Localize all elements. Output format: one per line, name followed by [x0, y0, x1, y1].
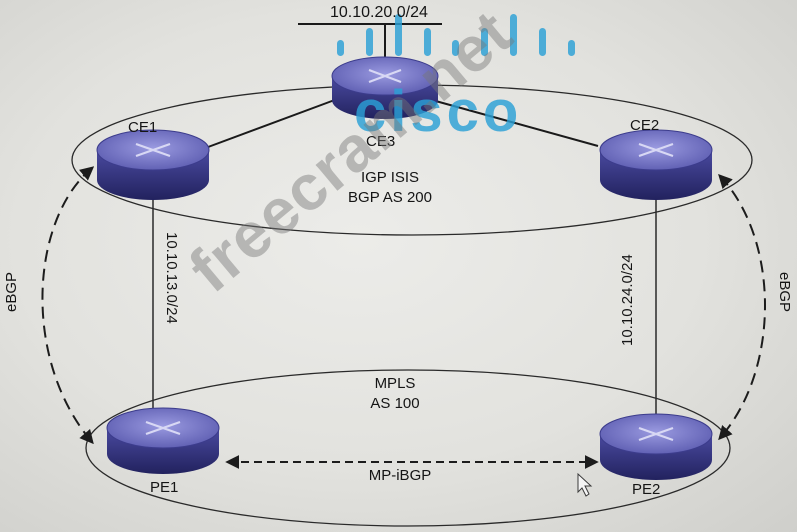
ce1-pe1-network-label: 10.10.13.0/24	[163, 232, 180, 324]
link-ce3-ce2	[431, 99, 599, 147]
ebgp-left-label: eBGP	[3, 271, 20, 312]
ce2-label: CE2	[630, 117, 660, 134]
customer-bgp-as-label: BGP AS 200	[348, 189, 432, 206]
router-pe2	[599, 413, 713, 480]
router-ce1	[96, 129, 210, 200]
ebgp-right-label: eBGP	[776, 272, 793, 313]
pe2-label: PE2	[632, 481, 661, 498]
ce2-pe2-network-label: 10.10.24.0/24	[619, 254, 636, 346]
provider-domain-ellipse	[85, 369, 731, 527]
cisco-logo-wordmark: cisco	[354, 79, 523, 144]
customer-igp-label: IGP ISIS	[360, 169, 420, 186]
ebgp-right-session	[718, 173, 766, 441]
router-arrows-icon	[638, 426, 674, 442]
cisco-logo-icon	[337, 14, 575, 56]
router-ce3	[331, 56, 439, 119]
router-arrows-icon	[368, 68, 402, 84]
router-ce2	[599, 129, 713, 200]
router-arrows-icon	[135, 142, 171, 158]
router-pe1	[106, 407, 220, 474]
mp-ibgp-label: MP-iBGP	[368, 467, 432, 484]
mouse-cursor-icon	[577, 472, 593, 497]
ce3-label: CE3	[366, 133, 396, 150]
provider-mpls-label: MPLS	[374, 375, 416, 392]
link-ce3-ce1	[199, 97, 341, 151]
ce1-label: CE1	[128, 119, 158, 136]
router-arrows-icon	[145, 420, 181, 436]
provider-as-label: AS 100	[370, 395, 420, 412]
ebgp-left-session	[41, 166, 95, 445]
pe1-label: PE1	[150, 479, 179, 496]
router-arrows-icon	[638, 142, 674, 158]
ce3-lan-network-label: 10.10.20.0/24	[330, 4, 428, 21]
